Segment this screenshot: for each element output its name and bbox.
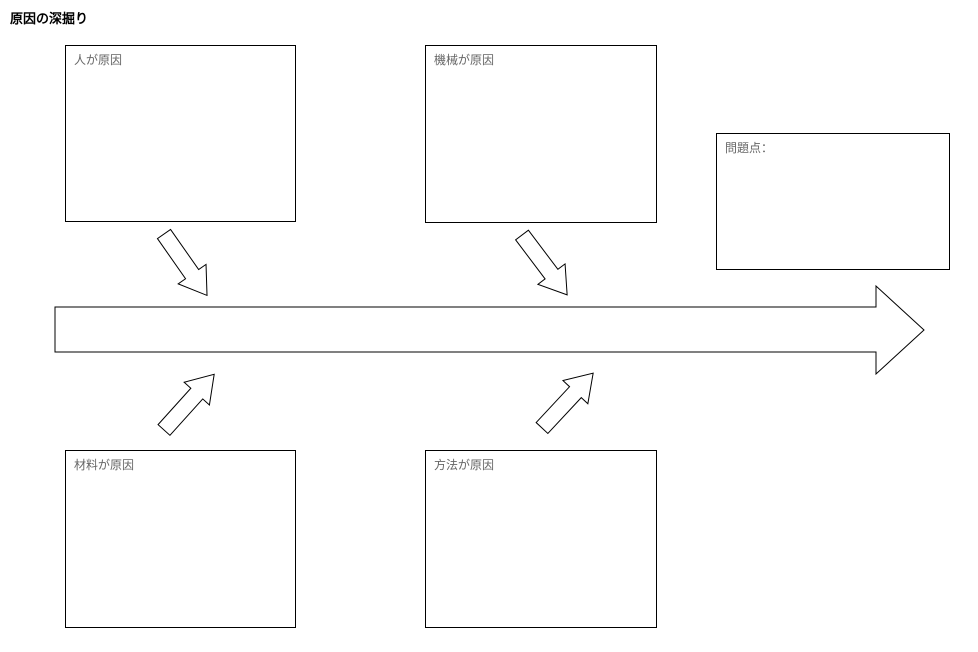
main-process-arrow — [54, 284, 925, 376]
box-machine-cause-label: 機械が原因 — [434, 53, 495, 67]
arrow-method-to-main — [535, 372, 594, 435]
arrow-machine-to-main — [514, 229, 568, 296]
box-method-cause[interactable]: 方法が原因 — [425, 450, 657, 628]
box-method-cause-label: 方法が原因 — [434, 458, 495, 472]
box-machine-cause[interactable]: 機械が原因 — [425, 45, 657, 223]
box-problem-point-label: 問題点： — [725, 141, 774, 155]
box-people-cause[interactable]: 人が原因 — [65, 45, 296, 222]
page-title: 原因の深掘り — [10, 11, 89, 26]
box-material-cause[interactable]: 材料が原因 — [65, 450, 296, 628]
box-material-cause-label: 材料が原因 — [74, 458, 135, 472]
box-people-cause-label: 人が原因 — [74, 53, 123, 67]
arrow-material-to-main — [157, 373, 215, 437]
arrow-people-to-main — [156, 228, 208, 297]
box-problem-point[interactable]: 問題点： — [716, 133, 950, 270]
